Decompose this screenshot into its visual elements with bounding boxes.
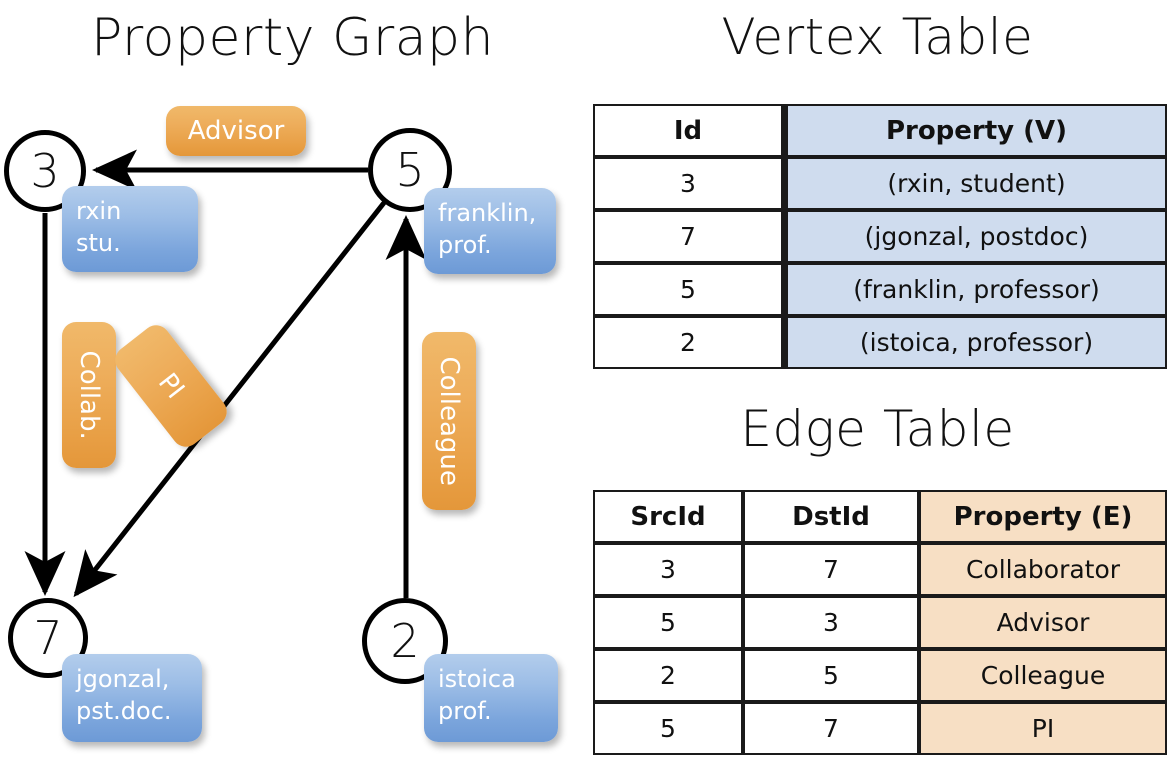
vertex-property-jgonzal-line2: pst.doc.	[76, 696, 172, 725]
edge-label-box-colleague: Colleague	[422, 332, 476, 510]
table-row[interactable]: 5 3 Advisor	[593, 596, 1167, 649]
vertex-row-1-property: (jgonzal, postdoc)	[783, 210, 1167, 263]
vertex-property-box-rxin: rxin stu.	[62, 186, 198, 272]
edge-row-3-dstid: 7	[743, 702, 919, 755]
edge-row-1-dstid: 3	[743, 596, 919, 649]
edge-row-3-property: PI	[919, 702, 1167, 755]
vertex-row-2-id: 5	[593, 263, 783, 316]
edge-row-2-srcid: 2	[593, 649, 743, 702]
vertex-property-box-jgonzal: jgonzal, pst.doc.	[62, 654, 202, 742]
edge-row-3-srcid: 5	[593, 702, 743, 755]
edge-row-0-property: Collaborator	[919, 543, 1167, 596]
edge-label-collab: Collab.	[74, 350, 105, 440]
edge-row-1-property: Advisor	[919, 596, 1167, 649]
edge-line-pi	[73, 197, 389, 598]
graph-node-5-label: 5	[395, 143, 425, 197]
page-title-edge-table: Edge Table	[740, 400, 1015, 458]
vertex-property-istoica-line2: prof.	[438, 696, 492, 725]
vertex-table-header-row: Id Property (V)	[593, 104, 1167, 157]
table-row[interactable]: 3 (rxin, student)	[593, 157, 1167, 210]
vertex-property-box-franklin: franklin, prof.	[424, 188, 556, 274]
table-row[interactable]: 2 (istoica, professor)	[593, 316, 1167, 369]
vertex-property-rxin-line2: stu.	[76, 228, 121, 257]
edge-label-advisor: Advisor	[187, 115, 285, 146]
table-row[interactable]: 5 (franklin, professor)	[593, 263, 1167, 316]
edge-table-header-row: SrcId DstId Property (E)	[593, 490, 1167, 543]
edge-row-1-srcid: 5	[593, 596, 743, 649]
edge-label-box-collab: Collab.	[62, 322, 116, 468]
edge-row-0-dstid: 7	[743, 543, 919, 596]
table-row[interactable]: 5 7 PI	[593, 702, 1167, 755]
edge-row-2-property: Colleague	[919, 649, 1167, 702]
vertex-row-0-property: (rxin, student)	[783, 157, 1167, 210]
page-title-vertex-table: Vertex Table	[721, 8, 1034, 66]
graph-node-2-label: 2	[390, 614, 420, 668]
vertex-row-0-id: 3	[593, 157, 783, 210]
vertex-table-header-property: Property (V)	[783, 104, 1167, 157]
vertex-table-header-id: Id	[593, 104, 783, 157]
table-row[interactable]: 2 5 Colleague	[593, 649, 1167, 702]
vertex-row-3-id: 2	[593, 316, 783, 369]
edge-table: SrcId DstId Property (E) 3 7 Collaborato…	[593, 490, 1167, 755]
graph-node-5[interactable]: 5	[368, 128, 452, 212]
vertex-table: Id Property (V) 3 (rxin, student) 7 (jgo…	[593, 104, 1167, 369]
edge-row-2-dstid: 5	[743, 649, 919, 702]
graph-edge-lines	[24, 149, 427, 598]
vertex-property-franklin-line2: prof.	[438, 230, 492, 259]
vertex-property-istoica-line1: istoica	[438, 665, 516, 693]
edge-table-header-srcid: SrcId	[593, 490, 743, 543]
edge-table-header-property: Property (E)	[919, 490, 1167, 543]
edge-table-header-dstid: DstId	[743, 490, 919, 543]
graph-node-7-label: 7	[33, 611, 63, 665]
vertex-row-3-property: (istoica, professor)	[783, 316, 1167, 369]
edge-row-0-srcid: 3	[593, 543, 743, 596]
vertex-property-rxin-line1: rxin	[76, 197, 122, 225]
graph-node-2[interactable]: 2	[362, 598, 448, 684]
vertex-property-jgonzal-line1: jgonzal,	[76, 665, 170, 693]
edge-label-colleague: Colleague	[434, 356, 465, 486]
edge-label-box-advisor: Advisor	[166, 106, 306, 156]
page-title-property-graph: Property Graph	[90, 8, 495, 68]
vertex-property-franklin-line1: franklin,	[438, 199, 537, 227]
graph-node-3-label: 3	[30, 144, 60, 198]
edge-label-pi: PI	[152, 367, 191, 405]
vertex-row-1-id: 7	[593, 210, 783, 263]
property-graph-diagram: 3 5 7 2 rxin stu. franklin, prof. jgonza…	[4, 106, 558, 742]
table-row[interactable]: 3 7 Collaborator	[593, 543, 1167, 596]
vertex-property-box-istoica: istoica prof.	[424, 654, 558, 742]
vertex-row-2-property: (franklin, professor)	[783, 263, 1167, 316]
table-row[interactable]: 7 (jgonzal, postdoc)	[593, 210, 1167, 263]
